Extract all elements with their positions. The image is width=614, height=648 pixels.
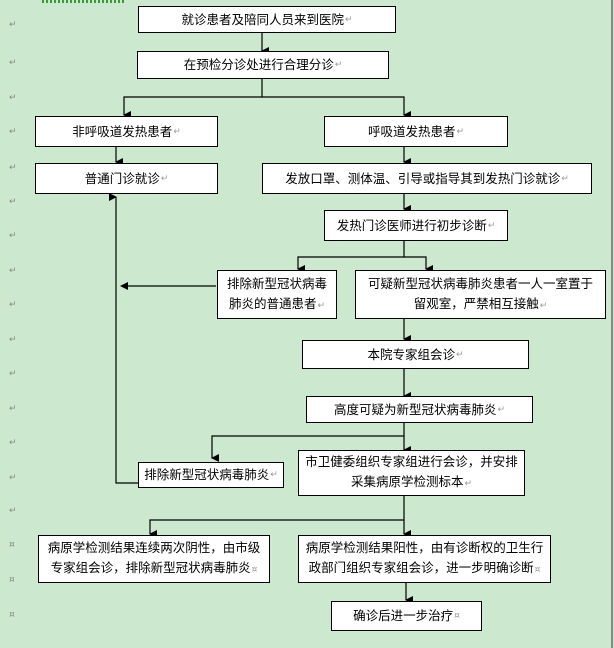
- paragraph-mark-icon: ↵: [497, 404, 506, 415]
- paragraph-mark-icon: ↵: [334, 60, 343, 70]
- node-non-respiratory-text: 非呼吸道发热患者: [72, 123, 173, 139]
- node-hospital-experts-text: 本院专家组会诊: [367, 346, 455, 362]
- arrow-highly-excluded: [211, 422, 405, 462]
- node-hospital-experts: 本院专家组会诊↵: [302, 340, 529, 369]
- node-fever-doctor: 发热门诊医师进行初步诊断↵: [324, 210, 508, 241]
- node-positive-line1: 病原学检测结果阳性，由有诊断权的卫生行: [305, 540, 544, 555]
- node-respiratory-text: 呼吸道发热患者: [367, 123, 456, 139]
- node-arrive: 就诊患者及陪同人员来到医院↵: [138, 6, 396, 33]
- paragraph-mark-icon: ↵: [455, 349, 464, 360]
- node-negative-line1: 病原学检测结果连续两次阴性，由市级: [47, 540, 261, 555]
- paragraph-mark-icon: ↵: [173, 126, 181, 137]
- node-arrive-text: 就诊患者及陪同人员来到医院: [181, 11, 344, 27]
- paragraph-mark-icon: ↵: [464, 479, 473, 489]
- arrow-doctor-suspected: [404, 256, 433, 273]
- node-city-experts-line1: 市卫健委组织专家组进行会诊，并安排: [305, 454, 518, 469]
- arrow-city-negative: [149, 495, 405, 538]
- cell-mark-icon: ¤: [9, 575, 15, 585]
- arrow-triage-branch: [123, 79, 263, 119]
- node-respiratory: 呼吸道发热患者↵: [324, 116, 508, 147]
- node-triage-text: 在预检分诊处进行合理分诊: [183, 57, 334, 72]
- paragraph-mark-icon: ↵: [9, 197, 17, 207]
- arrow-triage-resp: [262, 96, 411, 119]
- node-excluded-common: 排除新型冠状病毒 肺炎的普通患者↵: [217, 270, 337, 319]
- node-treatment: 确诊后进一步治疗¤: [331, 601, 482, 631]
- cell-mark-icon: ¤: [534, 565, 541, 575]
- paragraph-mark-icon: ↵: [9, 473, 17, 483]
- paragraph-mark-icon: ↵: [9, 506, 17, 516]
- page-edge: [611, 0, 613, 648]
- paragraph-mark-icon: ↵: [456, 126, 465, 137]
- paragraph-mark-icon: ↵: [9, 266, 17, 276]
- node-excluded-common-line2: 肺炎的普通患者: [228, 295, 317, 311]
- paragraph-mark-icon: ↵: [9, 163, 17, 173]
- node-suspected: 可疑新型冠状病毒肺炎患者一人一室置于 留观室，严禁相互接触↵: [355, 270, 606, 319]
- cell-mark-icon: ¤: [9, 540, 15, 550]
- paragraph-mark-icon: ↵: [487, 220, 496, 231]
- paragraph-mark-icon: ↵: [9, 127, 17, 137]
- paragraph-mark-icon: ↵: [561, 173, 569, 184]
- arrow-doctor-excluded-common: [297, 240, 405, 273]
- node-positive-line2: 政部门组织专家组会诊，进一步明确诊断: [308, 560, 534, 575]
- arrow-excluded-to-general: [109, 193, 138, 484]
- node-general-clinic: 普通门诊就诊↵: [35, 163, 218, 194]
- cell-mark-icon: ¤: [9, 610, 15, 620]
- paragraph-mark-icon: ↵: [9, 404, 17, 414]
- paragraph-mark-icon: ↵: [9, 231, 17, 241]
- paragraph-mark-icon: ↵: [9, 58, 17, 68]
- node-mask-guide: 发放口罩、测体温、引导或指导其到发热门诊就诊↵: [262, 163, 592, 194]
- paragraph-mark-icon: ↵: [344, 14, 353, 25]
- node-highly-suspected: 高度可疑为新型冠状病毒肺炎↵: [306, 396, 533, 423]
- node-fever-doctor-text: 发热门诊医师进行初步诊断: [336, 217, 487, 233]
- paragraph-mark-icon: ↵: [270, 470, 278, 480]
- node-negative-result: 病原学检测结果连续两次阴性，由市级 专家组会诊，排除新型冠状病毒肺炎¤: [38, 535, 270, 583]
- paragraph-mark-icon: ↵: [9, 300, 17, 310]
- node-general-clinic-text: 普通门诊就诊: [84, 170, 160, 186]
- paragraph-mark-icon: ↵: [9, 20, 17, 30]
- paragraph-mark-icon: ↵: [9, 93, 17, 103]
- node-suspected-line1: 可疑新型冠状病毒肺炎患者一人一室置于: [367, 275, 593, 291]
- paragraph-mark-icon: ↵: [160, 173, 169, 184]
- node-triage: 在预检分诊处进行合理分诊↵: [137, 51, 389, 79]
- node-excluded-common-line1: 排除新型冠状病毒: [226, 275, 327, 291]
- node-mask-guide-text: 发放口罩、测体温、引导或指导其到发热门诊就诊: [285, 170, 561, 186]
- node-excluded: 排除新型冠状病毒肺炎↵: [138, 462, 284, 488]
- cell-mark-icon: ¤: [251, 565, 258, 575]
- cell-mark-icon: ¤: [454, 611, 460, 621]
- node-treatment-text: 确诊后进一步治疗: [353, 608, 454, 623]
- node-negative-line2: 专家组会诊，排除新型冠状病毒肺炎: [50, 560, 251, 575]
- paragraph-mark-icon: ↵: [9, 335, 17, 345]
- paragraph-mark-icon: ↵: [9, 369, 17, 379]
- node-highly-suspected-text: 高度可疑为新型冠状病毒肺炎: [333, 401, 497, 417]
- node-positive-result: 病原学检测结果阳性，由有诊断权的卫生行 政部门组织专家组会诊，进一步明确诊断¤: [298, 535, 551, 583]
- node-city-experts: 市卫健委组织专家组进行会诊，并安排 采集病原学检测标本↵: [298, 450, 525, 496]
- paragraph-mark-icon: ↵: [317, 300, 326, 311]
- node-city-experts-line2: 采集病原学检测标本: [350, 474, 464, 489]
- node-excluded-text: 排除新型冠状病毒肺炎: [144, 467, 270, 482]
- spellcheck-underline: [42, 0, 124, 3]
- node-suspected-line2: 留观室，严禁相互接触: [413, 295, 539, 311]
- node-non-respiratory: 非呼吸道发热患者↵: [35, 116, 218, 147]
- paragraph-mark-icon: ↵: [9, 438, 17, 448]
- paragraph-mark-icon: ↵: [539, 300, 548, 311]
